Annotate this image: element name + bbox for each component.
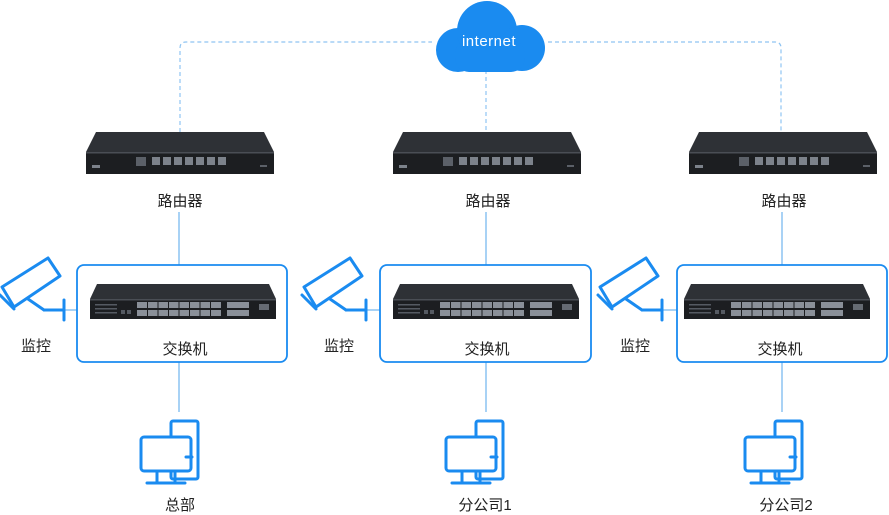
router-1 bbox=[86, 132, 274, 174]
site-label-branch-2: 分公司2 bbox=[759, 497, 813, 514]
switch-2 bbox=[392, 283, 580, 320]
camera-label-2: 监控 bbox=[323, 338, 355, 355]
router-label-3: 路由器 bbox=[761, 193, 807, 210]
internet-label: internet bbox=[461, 33, 517, 50]
switch-label-2: 交换机 bbox=[464, 341, 510, 358]
switch-label-1: 交换机 bbox=[162, 341, 208, 358]
computer-icon-2 bbox=[444, 419, 505, 485]
local-links bbox=[64, 212, 783, 412]
switch-1 bbox=[89, 283, 277, 320]
site-label-hq: 总部 bbox=[164, 497, 196, 514]
router-label-1: 路由器 bbox=[157, 193, 203, 210]
router-2 bbox=[393, 132, 581, 174]
camera-label-1: 监控 bbox=[20, 338, 52, 355]
computer-icon-3 bbox=[743, 419, 804, 485]
camera-label-3: 监控 bbox=[619, 338, 651, 355]
camera-icon-3 bbox=[596, 256, 664, 322]
switch-3 bbox=[683, 283, 871, 320]
internet-cloud bbox=[436, 1, 545, 72]
site-label-branch-1: 分公司1 bbox=[458, 497, 512, 514]
internet-uplinks bbox=[179, 41, 782, 132]
switch-label-3: 交换机 bbox=[757, 341, 803, 358]
router-3 bbox=[689, 132, 877, 174]
camera-icon-1 bbox=[0, 256, 66, 322]
computer-icon-1 bbox=[139, 419, 200, 485]
router-label-2: 路由器 bbox=[465, 193, 511, 210]
camera-icon-2 bbox=[300, 256, 368, 322]
